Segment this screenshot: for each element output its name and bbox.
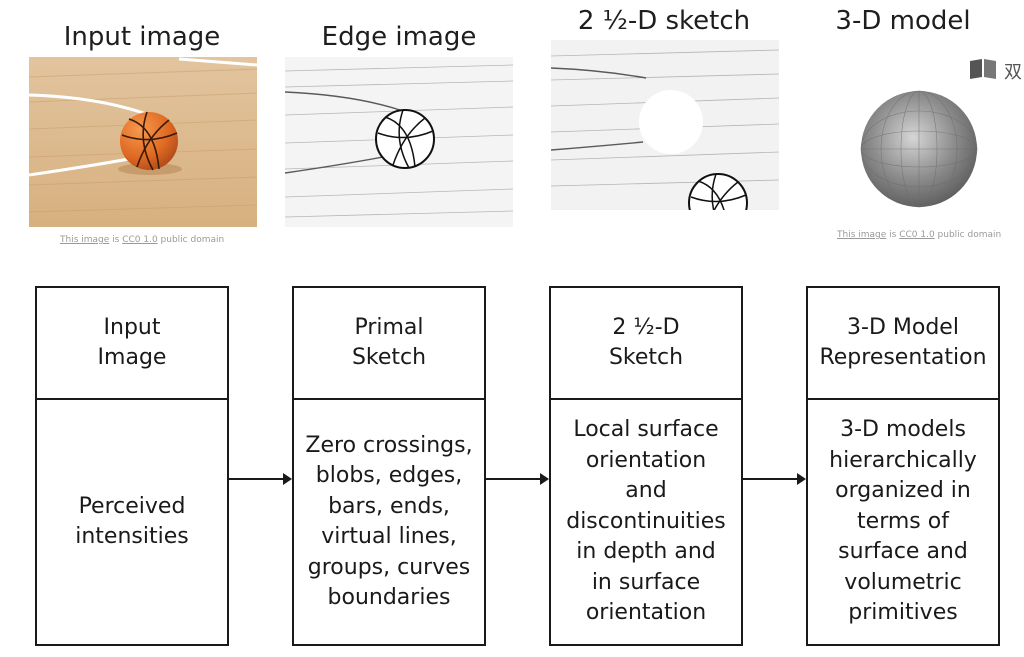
arrow-primal-to-sketch bbox=[486, 473, 549, 485]
stage-title-line: 3-D Model bbox=[847, 315, 959, 340]
stage-title-line: Primal bbox=[354, 315, 424, 340]
stage-body-input-image: Perceived intensities bbox=[35, 398, 229, 646]
stage-body-two-half-d-sketch: Local surface orientation and discontinu… bbox=[549, 398, 743, 646]
stage-title-line: Sketch bbox=[351, 345, 427, 370]
stage-body-line: bars, ends, bbox=[328, 493, 450, 519]
stage-body-line: primitives bbox=[848, 600, 958, 626]
stage-title-line: 2 ½-D bbox=[612, 315, 680, 340]
sketch-image-title: 2 ½-D sketch bbox=[577, 6, 751, 36]
stage-title-line: Input bbox=[103, 315, 161, 340]
stage-title-primal-sketch: Primal Sketch bbox=[292, 286, 486, 400]
stage-body-line: terms of bbox=[857, 508, 949, 534]
stage-body-line: hierarchically bbox=[829, 447, 977, 473]
stage-body-line: groups, curves bbox=[307, 554, 471, 580]
edge-image-title: Edge image bbox=[321, 22, 477, 52]
credit-link[interactable]: This image bbox=[837, 230, 887, 240]
arrow-input-to-primal bbox=[229, 473, 292, 485]
credit-link[interactable]: This image bbox=[60, 235, 110, 245]
stage-title-input-image: Input Image bbox=[35, 286, 229, 400]
stage-body-line: Perceived bbox=[78, 493, 186, 519]
stage-body-line: discontinuities bbox=[566, 508, 726, 534]
stage-title-line: Sketch bbox=[608, 345, 684, 370]
stage-title-line: Image bbox=[97, 345, 167, 370]
book-icon[interactable] bbox=[968, 58, 998, 80]
model-image-credit: This image is CC0 1.0 public domain bbox=[837, 230, 1001, 240]
stage-body-line: orientation bbox=[585, 600, 707, 626]
input-image-credit: This image is CC0 1.0 public domain bbox=[60, 235, 224, 245]
depth-disc-icon bbox=[639, 90, 703, 154]
stage-body-line: organized in bbox=[835, 478, 971, 504]
stage-body-line: surface and bbox=[838, 539, 968, 565]
input-image bbox=[29, 57, 257, 227]
edge-image bbox=[285, 57, 513, 227]
stage-title-line: Representation bbox=[819, 345, 987, 370]
stage-title-two-half-d-sketch: 2 ½-D Sketch bbox=[549, 286, 743, 400]
sketch-image bbox=[551, 40, 779, 210]
model-image-title: 3-D model bbox=[835, 6, 971, 36]
credit-text: is bbox=[109, 235, 123, 245]
license-link[interactable]: CC0 1.0 bbox=[122, 235, 158, 245]
input-image-title: Input image bbox=[63, 22, 221, 52]
stage-title-3d-model: 3-D Model Representation bbox=[806, 286, 1000, 400]
stage-body-line: blobs, edges, bbox=[315, 463, 463, 488]
side-label[interactable]: 双 bbox=[1004, 62, 1022, 83]
stage-body-line: in surface bbox=[591, 569, 701, 595]
stage-body-line: orientation bbox=[585, 447, 707, 473]
stage-body-line: 3-D models bbox=[840, 417, 966, 443]
stage-body-line: in depth and bbox=[576, 539, 716, 565]
license-link[interactable]: CC0 1.0 bbox=[899, 230, 935, 240]
arrow-sketch-to-model bbox=[743, 473, 806, 485]
model-image bbox=[855, 86, 985, 216]
stage-body-line: Zero crossings, bbox=[305, 432, 473, 458]
stage-body-line: Local surface bbox=[573, 417, 719, 443]
credit-text: public domain bbox=[934, 230, 1002, 240]
stage-body-primal-sketch: Zero crossings, blobs, edges, bars, ends… bbox=[292, 398, 486, 646]
stage-body-line: and bbox=[625, 478, 667, 504]
credit-text: public domain bbox=[157, 235, 225, 245]
stage-body-line: virtual lines, bbox=[321, 524, 457, 549]
stage-body-3d-model: 3-D models hierarchically organized in t… bbox=[806, 398, 1000, 646]
stage-body-line: volumetric bbox=[844, 569, 962, 595]
credit-text: is bbox=[886, 230, 900, 240]
stage-body-line: boundaries bbox=[327, 585, 451, 610]
stage-body-line: intensities bbox=[75, 524, 189, 549]
